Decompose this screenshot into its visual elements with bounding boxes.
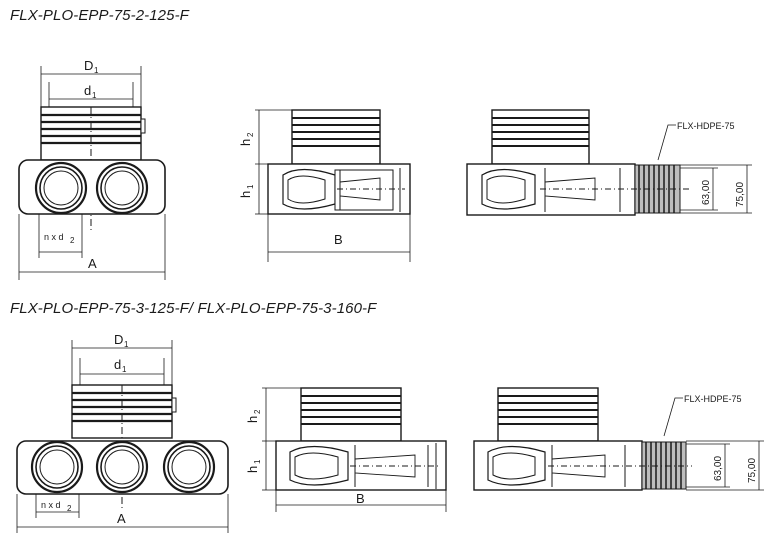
dim-h1-label: h — [238, 191, 253, 198]
dim-outer-label: 75,00 — [735, 182, 746, 207]
front-view-3-outlet — [16, 340, 229, 533]
side-view-2-outlet — [255, 109, 411, 262]
dim-D1-sub: 1 — [94, 66, 99, 75]
hose-label: FLX-HDPE-75 — [677, 121, 735, 131]
dim-d1-sub-bottom: 1 — [122, 365, 127, 374]
dim-B-label-bottom: B — [356, 491, 365, 506]
dim-inner-label-bottom: 63,00 — [713, 456, 724, 481]
front-view-2-outlet — [18, 66, 166, 280]
dim-h1-label-bottom: h — [245, 466, 260, 473]
dim-h2-sub: 2 — [246, 132, 255, 137]
dim-D1-label: D — [84, 58, 93, 73]
dim-nxd2-label: n x d — [44, 232, 64, 242]
title-top: FLX-PLO-EPP-75-2-125-F — [10, 7, 189, 24]
side-view-3-outlet — [262, 387, 447, 512]
dim-D1-sub-bottom: 1 — [124, 340, 129, 349]
dim-h1-sub-bottom: 1 — [253, 459, 262, 464]
dim-d1-label: d — [84, 83, 91, 98]
dim-h1-sub: 1 — [246, 184, 255, 189]
dim-nxd2-sub-bottom: 2 — [67, 504, 72, 513]
side-view-with-hose-3-outlet — [473, 387, 764, 491]
side-view-with-hose-2-outlet — [466, 109, 752, 216]
dim-h2-label-bottom: h — [245, 416, 260, 423]
dim-h2-sub-bottom: 2 — [253, 409, 262, 414]
dim-nxd2-label-bottom: n x d — [41, 500, 61, 510]
hose-label-bottom: FLX-HDPE-75 — [684, 394, 742, 404]
dim-d1-sub: 1 — [92, 91, 97, 100]
dim-D1-label-bottom: D — [114, 332, 123, 347]
dim-B-label: B — [334, 232, 343, 247]
dim-nxd2-sub: 2 — [70, 236, 75, 245]
title-bottom: FLX-PLO-EPP-75-3-125-F/ FLX-PLO-EPP-75-3… — [10, 300, 377, 317]
dim-outer-label-bottom: 75,00 — [747, 458, 758, 483]
dim-A-label: A — [88, 256, 97, 271]
dim-A-label-bottom: A — [117, 511, 126, 526]
dim-d1-label-bottom: d — [114, 357, 121, 372]
dim-h2-label: h — [238, 139, 253, 146]
dim-inner-label: 63,00 — [701, 180, 712, 205]
